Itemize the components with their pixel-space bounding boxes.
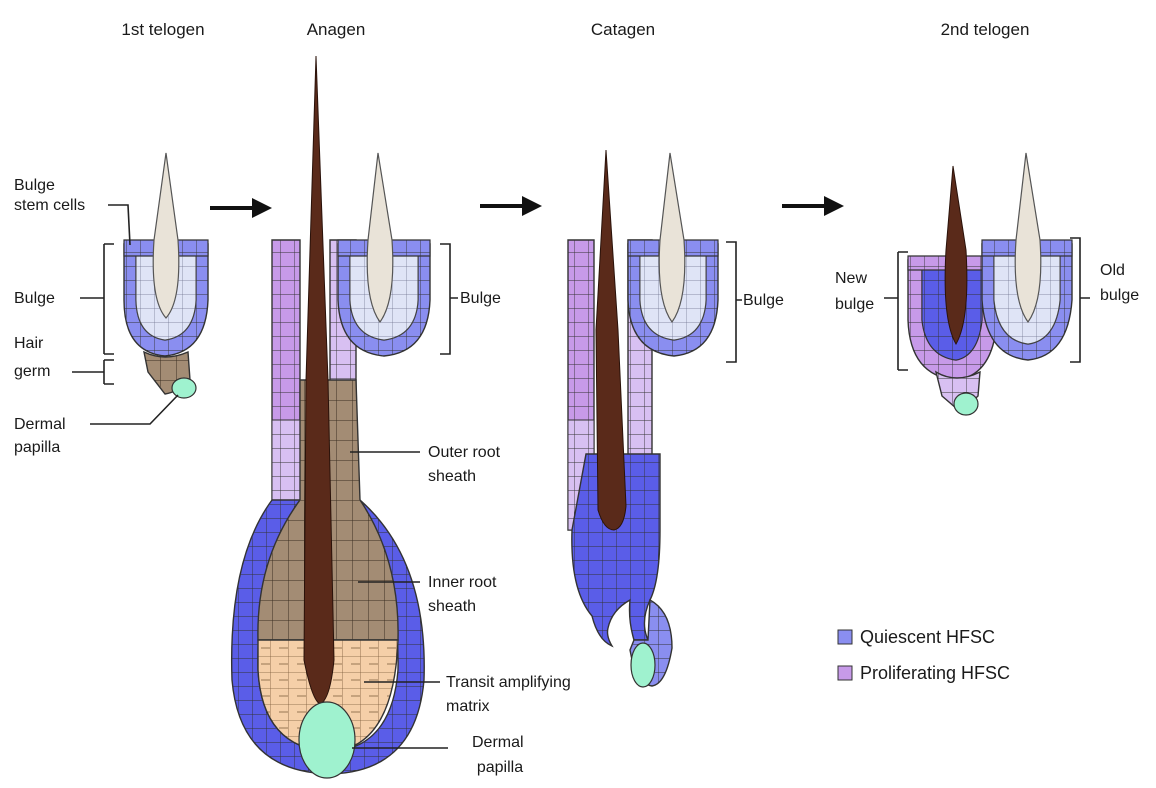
second-telogen-follicle [908,153,1072,415]
bracket-hair-germ [72,360,114,384]
legend: Quiescent HFSC Proliferating HFSC [838,627,1010,683]
leader-line [90,395,178,424]
arrow-right-icon [210,198,272,218]
stage-title-first-telogen: 1st telogen [121,20,204,39]
label-dermal-papilla: Dermal papilla [14,416,70,456]
arrow-right-icon [782,196,844,216]
bracket-bulge [726,242,742,362]
label-old-bulge: Old bulge [1100,262,1139,304]
legend-label-proliferating: Proliferating HFSC [860,663,1010,683]
label-outer-root-sheath: Outer root sheath [428,444,504,485]
stage-title-catagen: Catagen [591,20,655,39]
label-new-bulge: New bulge [835,270,874,313]
anagen-follicle [232,56,430,778]
stage-title-anagen: Anagen [307,20,366,39]
label-inner-root-sheath: Inner root sheath [428,574,501,615]
stage-title-second-telogen: 2nd telogen [941,20,1030,39]
catagen-follicle [568,150,718,687]
bracket-old-bulge [1070,238,1090,362]
bracket-new-bulge [884,252,908,370]
label-hair-germ: Hair germ [14,335,50,380]
first-telogen-follicle [124,153,208,398]
label-bulge-anagen: Bulge [460,290,501,307]
bracket-bulge [80,244,114,354]
label-bulge-catagen: Bulge [743,292,784,309]
label-bulge: Bulge [14,290,55,307]
label-bulge-stem-cells: Bulge stem cells [14,177,85,214]
label-transit-amplifying-matrix: Transit amplifying matrix [446,674,575,715]
legend-swatch-proliferating [838,666,852,680]
bracket-bulge [440,244,458,354]
legend-label-quiescent: Quiescent HFSC [860,627,995,647]
legend-swatch-quiescent [838,630,852,644]
leader-line [108,205,130,245]
arrow-right-icon [480,196,542,216]
label-dermal-papilla-anagen: Dermal papilla [472,734,528,776]
